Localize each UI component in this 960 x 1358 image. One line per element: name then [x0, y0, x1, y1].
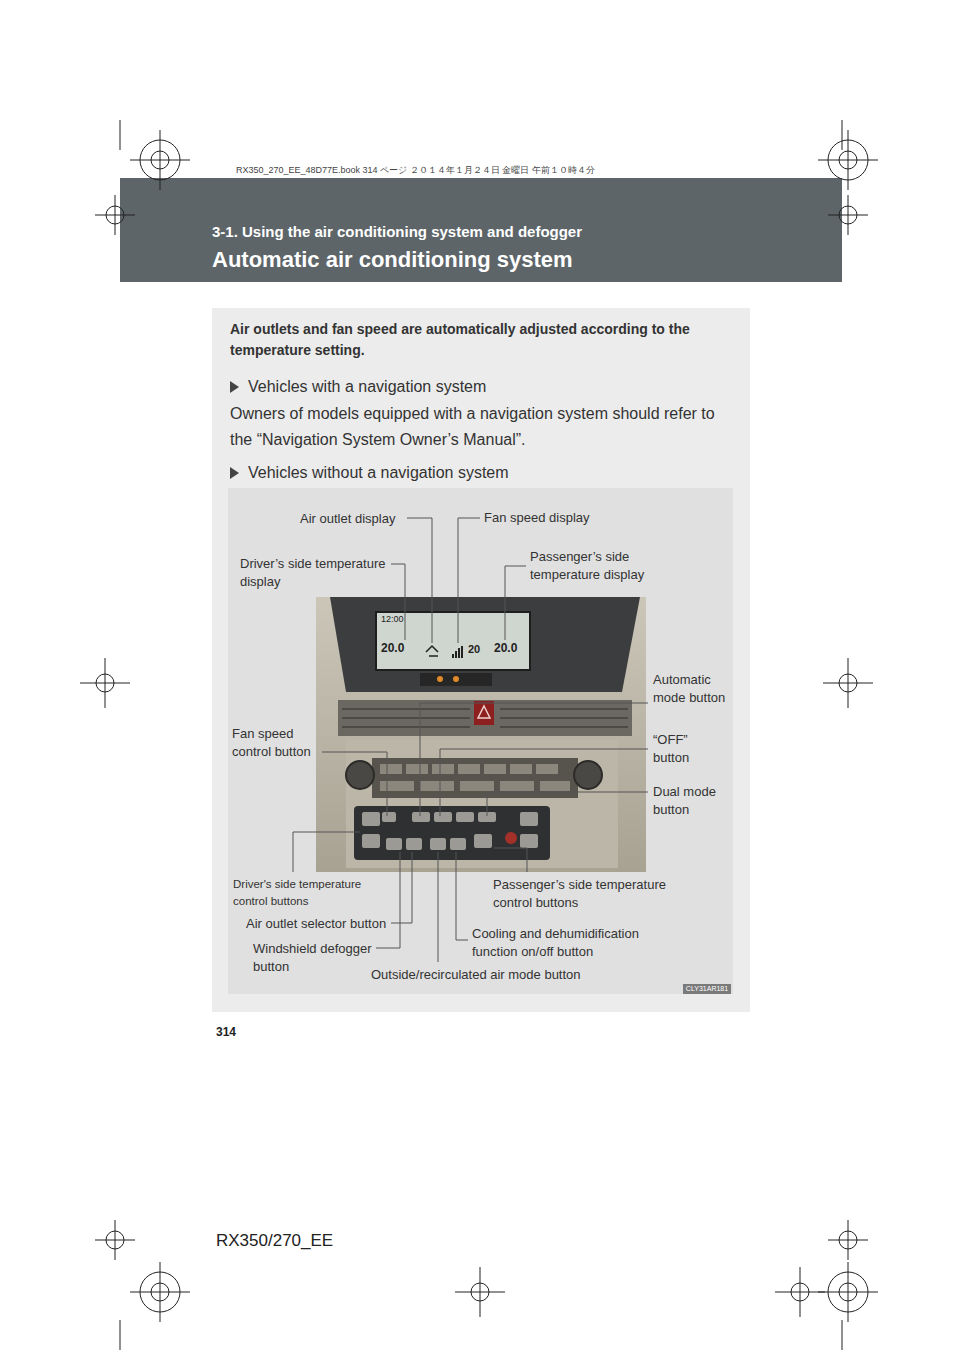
model-code: RX350/270_EE — [216, 1230, 416, 1252]
callout-label: Passenger’s side temperature control but… — [493, 876, 683, 912]
page-number: 314 — [216, 1024, 276, 1040]
node-text: Automatic air conditioning system — [212, 246, 822, 274]
display-reading: 20.0 — [494, 641, 528, 656]
callout-label: “OFF” button — [653, 731, 715, 767]
display-clock: 12:00 — [381, 614, 421, 625]
section-header-band: 3-1. Using the air conditioning system a… — [120, 178, 842, 282]
node-text: 3-1. Using the air conditioning system a… — [212, 222, 822, 242]
callout-label: Cooling and dehumidification function on… — [472, 925, 662, 961]
node-text: Owners of models equipped with a navigat… — [230, 401, 732, 453]
callout-label: Passenger’s side temperature display — [530, 548, 660, 584]
callout-label: Automatic mode button — [653, 671, 735, 707]
callout-label: Outside/recirculated air mode button — [371, 966, 621, 984]
callout-label: Fan speed display — [484, 509, 624, 527]
callout-label: Windshield defogger button — [253, 940, 383, 976]
node-text: Vehicles with a navigation system — [230, 376, 732, 398]
callout-label: Driver’s side temperature display — [240, 555, 398, 591]
file-stamp: RX350_270_EE_48D77E.book 314 ページ ２０１４年１月… — [236, 164, 696, 176]
illustration-panel — [228, 488, 733, 994]
dashboard-photo — [316, 597, 646, 872]
node-text: Vehicles without a navigation system — [230, 462, 732, 484]
callout-label: Air outlet display — [300, 510, 410, 528]
callout-label: Fan speed control button — [232, 725, 322, 761]
crop-marks — [80, 120, 878, 1350]
leader-lines — [293, 518, 648, 962]
node-text: Air outlets and fan speed are automatica… — [230, 319, 732, 361]
display-reading: 20.0 — [381, 641, 421, 656]
callout-label: Driver's side temperature control button… — [233, 876, 383, 910]
display-reading: 20 — [468, 642, 488, 656]
callout-label: Dual mode button — [653, 783, 728, 819]
figure-code: CLY31AR181 — [683, 984, 731, 994]
callout-label: Air outlet selector button — [246, 915, 396, 933]
